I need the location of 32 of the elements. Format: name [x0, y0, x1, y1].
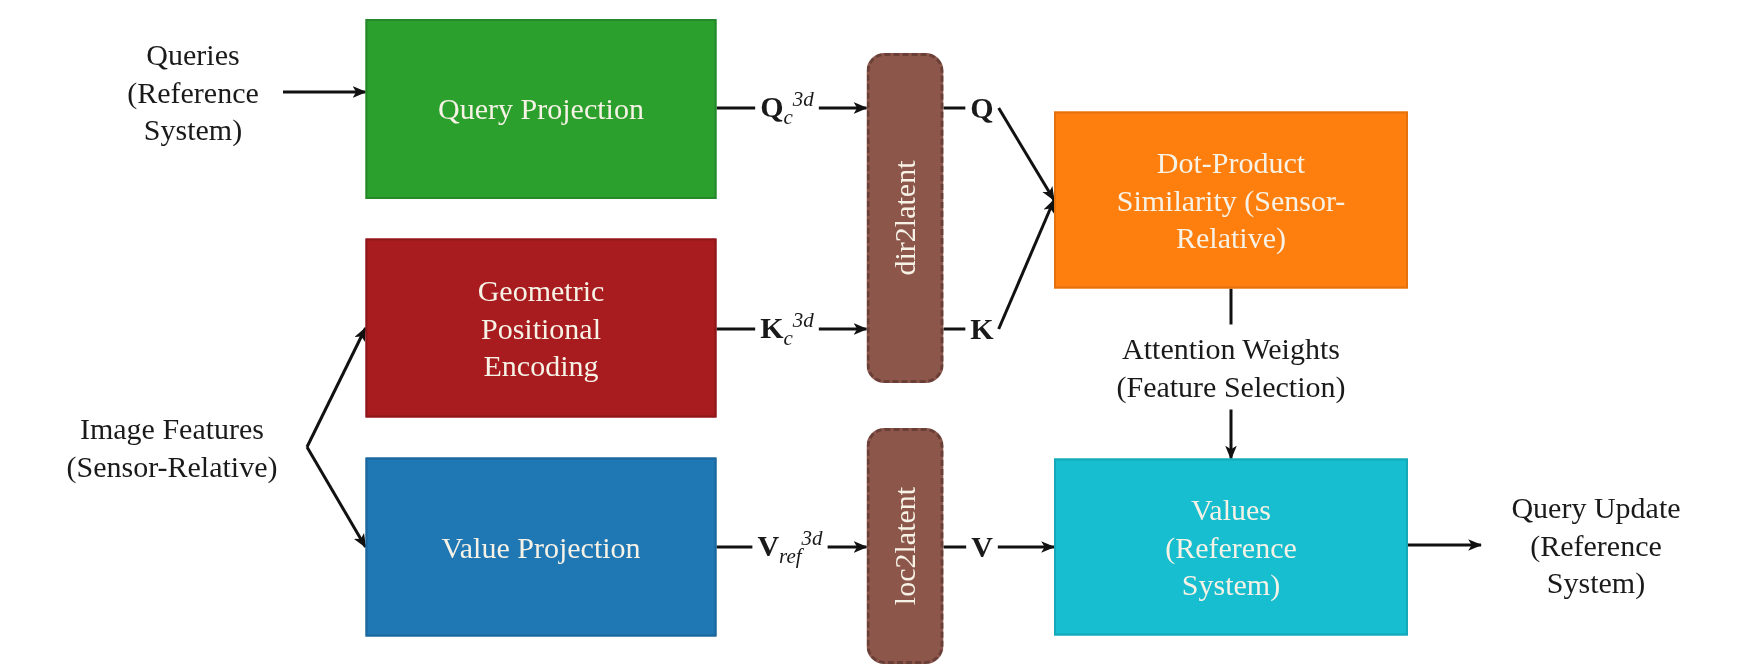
math-label: Q [970, 89, 994, 127]
connector-line [1229, 288, 1233, 325]
connector-line [943, 106, 966, 110]
connector-line [716, 106, 756, 110]
arrow [1408, 539, 1483, 551]
connector-line [943, 545, 967, 549]
arrow [827, 541, 868, 553]
transform-block: dir2latent [866, 53, 944, 383]
process-box: Values (Reference System) [1054, 458, 1408, 636]
arrow [818, 102, 868, 114]
arrow [305, 326, 367, 448]
arrow [997, 107, 1056, 201]
math-label: V [971, 528, 993, 566]
arrow [305, 446, 367, 548]
arrow [997, 198, 1056, 330]
process-box: Value Projection [365, 457, 717, 637]
connector-line [716, 327, 756, 331]
process-box: Dot-Product Similarity (Sensor-Relative) [1054, 111, 1408, 289]
arrow [283, 86, 367, 98]
connector-line [943, 327, 966, 331]
transform-block: loc2latent [866, 428, 944, 664]
input-label: Queries (Reference System) [108, 35, 278, 149]
process-box: Query Projection [365, 19, 717, 199]
input-label: Image Features (Sensor-Relative) [42, 409, 302, 485]
arrow [997, 541, 1056, 553]
process-box: Geometric Positional Encoding [365, 238, 717, 418]
output-label: Query Update (Reference System) [1486, 488, 1706, 602]
output-label: Attention Weights (Feature Selection) [1086, 329, 1376, 405]
math-label: K [970, 310, 994, 348]
connector-line [716, 545, 753, 549]
arrow [1225, 409, 1237, 460]
arrow [818, 323, 868, 335]
